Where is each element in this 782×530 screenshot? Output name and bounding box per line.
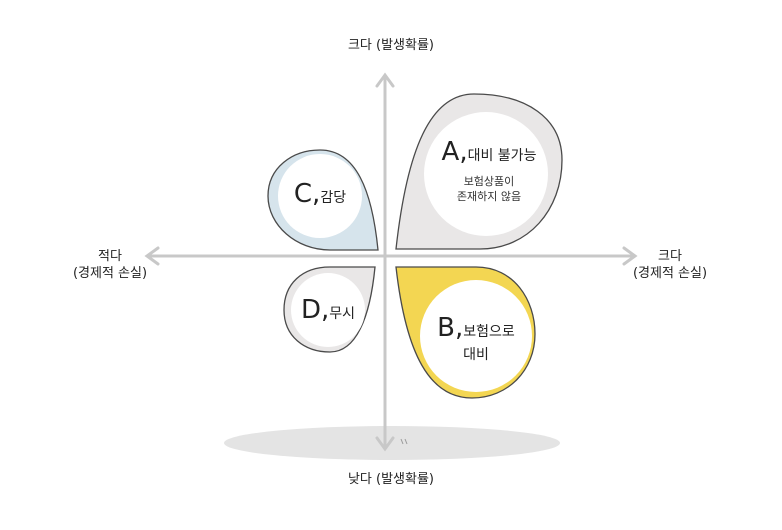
quadrant-c-title: 감당	[320, 190, 347, 206]
arrow-left-icon	[144, 246, 160, 266]
arrow-up-icon	[375, 72, 395, 88]
quadrant-a-label: A,대비 불가능 보험상품이 존재하지 않음	[424, 138, 554, 204]
quadrant-a-letter: A,	[441, 137, 468, 167]
quadrant-b-label: B,보험으로 대비	[416, 314, 536, 364]
tick-marks	[400, 438, 408, 445]
quadrant-c-letter: C,	[293, 179, 321, 209]
axes	[144, 72, 638, 452]
axis-label-left-line1: 적다	[98, 249, 122, 264]
axis-label-right: 크다 (경제적 손실)	[600, 248, 740, 282]
axis-label-right-line2: (경제적 손실)	[632, 266, 708, 281]
quadrant-d-title: 무시	[329, 306, 356, 322]
quadrant-d-letter: D,	[300, 295, 330, 325]
quadrant-c-petal	[267, 149, 379, 251]
quadrant-b-title-line1: 보험으로	[463, 324, 515, 340]
quadrant-a-title: 대비 불가능	[467, 148, 537, 164]
axis-label-bottom: 낮다 (발생확률)	[347, 472, 435, 487]
axis-label-right-line1: 크다	[658, 249, 682, 264]
ground-shadow	[224, 426, 560, 460]
axis-label-left-line2: (경제적 손실)	[72, 266, 148, 281]
quadrant-b-petal	[395, 266, 536, 399]
quadrant-a-petal	[395, 93, 563, 250]
quadrant-a-desc2: 존재하지 않음	[456, 190, 522, 203]
arrow-right-icon	[622, 246, 638, 266]
quadrant-d-petal	[283, 266, 376, 353]
quadrant-a-desc1: 보험상품이	[463, 175, 515, 188]
arrow-down-icon	[375, 436, 395, 452]
axis-label-top: 크다 (발생확률)	[347, 38, 435, 53]
quadrant-b-letter: B,	[437, 313, 464, 343]
axis-label-left: 적다 (경제적 손실)	[40, 248, 180, 282]
quadrant-d-label: D,무시	[284, 296, 372, 324]
quadrant-c-label: C,감당	[268, 180, 372, 208]
quadrant-b-title-line2: 대비	[463, 347, 489, 363]
